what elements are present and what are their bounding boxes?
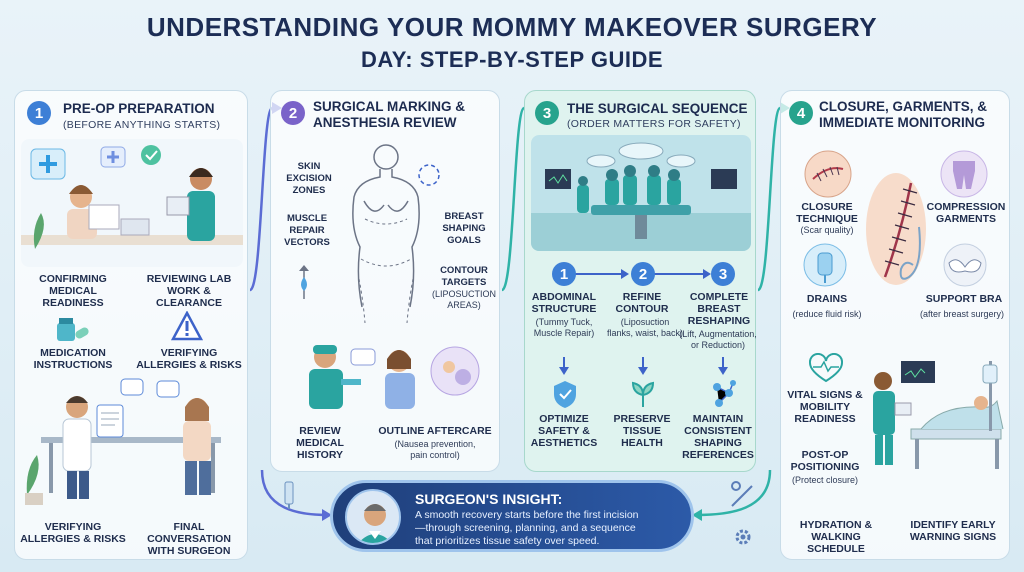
- incision-closure-icon: [804, 150, 852, 198]
- label-vital-signs: VITAL SIGNS & MOBILITY READINESS: [787, 389, 863, 425]
- drain-bulb-icon: [803, 243, 847, 287]
- syringe-icon: [284, 481, 294, 509]
- seq-step-1-title: ABDOMINAL STRUCTURE: [531, 291, 597, 315]
- seq-step-3-title: COMPLETE BREAST RESHAPING: [687, 291, 751, 327]
- label-reviewing-lab: REVIEWING LAB WORK & CLEARANCE: [146, 273, 232, 309]
- pill-bottle-icon: [57, 318, 89, 341]
- seq-step-1-sub: (Tummy Tuck, Muscle Repair): [533, 317, 595, 338]
- panel1-title: PRE-OP PREPARATION: [63, 101, 215, 116]
- step-2-badge: 2: [281, 101, 305, 125]
- support-bra-icon: [943, 243, 987, 287]
- title-line2: DAY: STEP-BY-STEP GUIDE: [360, 47, 664, 72]
- label-hydration: HYDRATION & WALKING SCHEDULE: [799, 519, 873, 555]
- label-muscle-repair: MUSCLE REPAIR VECTORS: [284, 213, 330, 248]
- label-contour-targets: CONTOUR TARGETS: [440, 265, 488, 288]
- label-drains-sub: (reduce fluid risk): [792, 309, 862, 319]
- anesthesia-review-illustration: [309, 345, 480, 409]
- seq-result-2: PRESERVE TISSUE HEALTH: [613, 413, 671, 449]
- label-postop-sub: (Protect closure): [791, 475, 859, 485]
- preop-consultation-illustration: [21, 139, 243, 267]
- scar-suture-illustration: [866, 173, 926, 285]
- seq-result-1: OPTIMIZE SAFETY & AESTHETICS: [530, 413, 598, 449]
- panel3-subtitle: (ORDER MATTERS FOR SAFETY): [567, 118, 741, 130]
- label-postop-positioning: POST-OP POSITIONING: [790, 449, 860, 473]
- title-line1: UNDERSTANDING YOUR MOMMY MAKEOVER SURGER…: [146, 12, 878, 42]
- label-medication: MEDICATION INSTRUCTIONS: [33, 347, 113, 371]
- molecule-icon: [713, 380, 736, 407]
- page-title: UNDERSTANDING YOUR MOMMY MAKEOVER SURGER…: [0, 12, 1024, 73]
- shield-icon: [554, 381, 576, 408]
- label-verifying-allergies: VERIFYING ALLERGIES & RISKS: [136, 347, 242, 371]
- seq-step-3-sub: (Lift, Augmentation, or Reduction): [679, 329, 757, 350]
- seq-step-3-badge: 3: [711, 262, 735, 286]
- label-closure-technique: CLOSURE TECHNIQUE: [796, 201, 858, 225]
- panel3-title: THE SURGICAL SEQUENCE: [567, 101, 748, 116]
- body-outline-illustration: [352, 144, 440, 324]
- step-1-badge: 1: [27, 101, 51, 125]
- surgical-tools-icon: [731, 481, 753, 507]
- label-confirming-readiness: CONFIRMING MEDICAL READINESS: [39, 273, 107, 309]
- seq-step-2-title: REFINE CONTOUR: [615, 291, 669, 315]
- step-4-badge: 4: [789, 101, 813, 125]
- drain-tube-icon: [899, 226, 921, 280]
- panel-preop: 1 PRE-OP PREPARATION (BEFORE ANYTHING ST…: [14, 90, 248, 560]
- drop-arrow-icon: [299, 265, 309, 299]
- label-breast-shaping: BREAST SHAPING GOALS: [442, 211, 486, 246]
- gear-icon: [735, 529, 751, 545]
- step-3-badge: 3: [535, 101, 559, 125]
- surgeon-conversation-illustration: [25, 378, 221, 505]
- label-compression: COMPRESSION GARMENTS: [926, 201, 1006, 225]
- tissue-icon: [631, 381, 655, 407]
- label-verifying-allergies-2: VERIFYING ALLERGIES & RISKS: [20, 521, 126, 545]
- label-bra-sub: (after breast surgery): [919, 309, 1005, 319]
- panel4-title: CLOSURE, GARMENTS, & IMMEDIATE MONITORIN…: [819, 99, 988, 130]
- down-arrows: [559, 357, 728, 375]
- label-warning-signs: IDENTIFY EARLY WARNING SIGNS: [909, 519, 997, 543]
- surgeon-insight-box: SURGEON'S INSIGHT: A smooth recovery sta…: [330, 480, 694, 552]
- label-skin-excision: SKIN EXCISION ZONES: [286, 161, 332, 196]
- label-final-conversation: FINAL CONVERSATION WITH SURGEON: [147, 521, 231, 557]
- label-review-history: REVIEW MEDICAL HISTORY: [296, 425, 344, 461]
- label-outline-aftercare: OUTLINE AFTERCARE: [378, 425, 492, 437]
- panel-marking: 2 SURGICAL MARKING & ANESTHESIA REVIEW S…: [270, 90, 500, 472]
- label-outline-sub: (Nausea prevention, pain control): [394, 439, 476, 460]
- label-contour-sub: (LIPOSUCTION AREAS): [431, 289, 496, 310]
- seq-step-2-sub: (Liposuction flanks, waist, back): [606, 317, 684, 338]
- compression-garment-icon: [940, 150, 988, 198]
- recovery-bed-illustration: [873, 361, 1004, 469]
- insight-heading: SURGEON'S INSIGHT:: [415, 491, 563, 507]
- panel1-subtitle: (BEFORE ANYTHING STARTS): [63, 119, 221, 131]
- panel-sequence: 3 THE SURGICAL SEQUENCE (ORDER MATTERS F…: [524, 90, 757, 472]
- label-drains: DRAINS: [806, 293, 848, 305]
- insight-body: A smooth recovery starts before the firs…: [415, 509, 639, 547]
- seq-step-1-badge: 1: [552, 262, 576, 286]
- label-support-bra: SUPPORT BRA: [925, 293, 1003, 305]
- panel-closure: 4 CLOSURE, GARMENTS, & IMMEDIATE MONITOR…: [780, 90, 1010, 560]
- label-closure-sub: (Scar quality): [800, 225, 854, 235]
- warning-icon: [171, 311, 203, 341]
- surgeon-avatar: [345, 489, 401, 545]
- seq-step-2-badge: 2: [631, 262, 655, 286]
- operating-room-illustration: [531, 135, 751, 251]
- panel2-title: SURGICAL MARKING & ANESTHESIA REVIEW: [313, 99, 466, 130]
- seq-result-3: MAINTAIN CONSISTENT SHAPING REFERENCES: [682, 413, 754, 461]
- heart-pulse-icon: [809, 353, 843, 383]
- surgeon-portrait-icon: [358, 504, 392, 543]
